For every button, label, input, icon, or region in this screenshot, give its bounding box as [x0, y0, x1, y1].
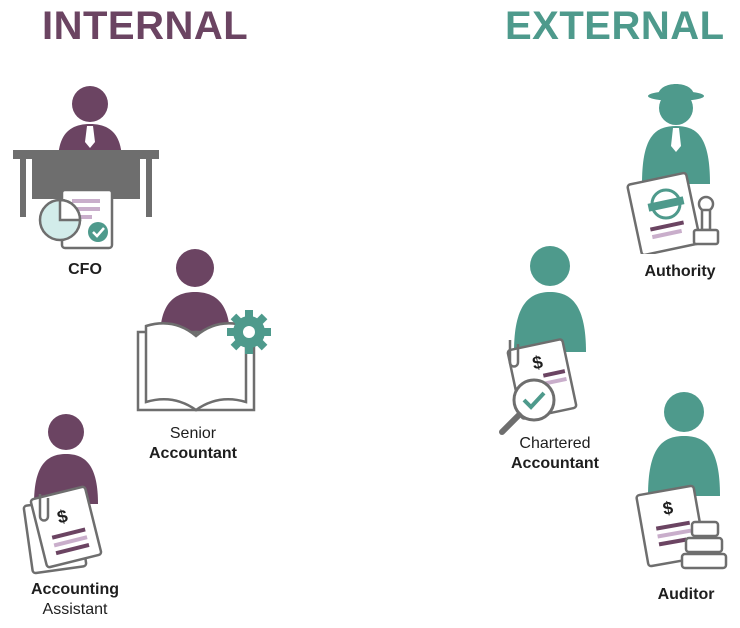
cfo-figure: [13, 86, 159, 250]
magnifier-check-icon: [499, 378, 556, 435]
senior-label-bold: Accountant: [149, 445, 237, 462]
chartered-accountant-figure: $: [499, 246, 586, 435]
senior-accountant-figure: [136, 249, 271, 412]
assistant-label-bold: Accounting: [31, 581, 119, 598]
chartered-paperclip-icon: [508, 340, 520, 368]
senior-accountant-label: Senior Accountant: [130, 424, 256, 464]
check-badge-icon: [88, 222, 108, 242]
assistant-label-light: Assistant: [42, 601, 108, 618]
chartered-dollar-icon: $: [531, 352, 545, 374]
internal-heading: INTERNAL: [42, 4, 249, 48]
rubber-stamp-icon: [692, 195, 720, 246]
assistant-paperclip-icon: [38, 494, 50, 522]
external-heading: EXTERNAL: [505, 4, 725, 48]
accounting-assistant-label: Accounting Assistant: [14, 580, 136, 620]
accounting-assistant-figure: $: [22, 414, 103, 575]
assistant-dollar-icon: $: [55, 506, 70, 528]
authority-person-icon: [642, 91, 710, 184]
gear-icon: [227, 310, 271, 354]
authority-label-bold: Authority: [644, 263, 716, 280]
auditor-dollar-icon: $: [661, 498, 674, 519]
auditor-person-icon: [648, 392, 720, 496]
auditor-label-bold: Auditor: [657, 586, 715, 603]
auditor-label: Auditor: [636, 585, 736, 605]
chartered-label-light: Chartered: [519, 435, 591, 452]
senior-label-light: Senior: [169, 425, 217, 442]
pie-chart-icon: [38, 198, 82, 242]
cfo-label: CFO: [45, 260, 125, 280]
authority-tie-icon: [671, 128, 681, 152]
chartered-person-icon: [514, 246, 586, 352]
auditor-figure: $: [635, 392, 728, 570]
gavel-icon: [680, 520, 728, 570]
chartered-accountant-label: Chartered Accountant: [492, 434, 618, 474]
cfo-label-bold: CFO: [68, 261, 102, 278]
authority-figure: [626, 84, 720, 254]
stamped-document-icon: [626, 171, 702, 254]
tie-icon: [85, 126, 95, 148]
chartered-label-bold: Accountant: [511, 455, 599, 472]
authority-label: Authority: [630, 262, 730, 282]
